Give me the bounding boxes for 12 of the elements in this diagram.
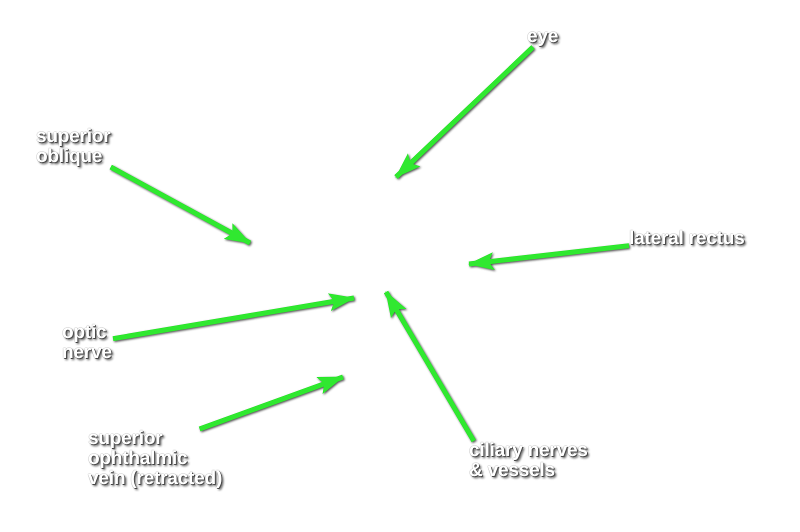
callout-label: ciliary nerves & vessels [469,441,589,481]
leader-arrow [468,243,630,270]
callout-label: eye [527,27,560,47]
leader-arrow [384,290,476,442]
callout-label: superior ophthalmic vein (retracted) [88,429,224,489]
leader-arrow [394,45,535,179]
leader-arrow [112,293,355,342]
leader-arrow [198,374,344,432]
callout-label: lateral rectus [629,229,746,249]
callout-label: optic nerve [62,323,113,363]
leader-arrow [110,164,252,246]
callout-label: superior oblique [36,127,112,167]
